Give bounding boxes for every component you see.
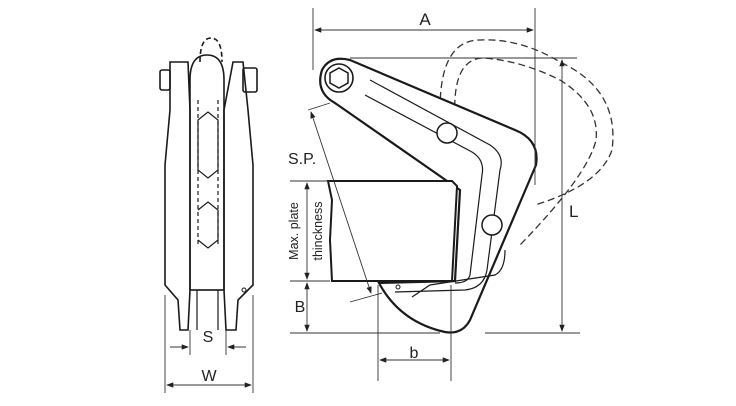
max-plate-label-line1: Max. plate: [287, 202, 301, 260]
side-view: [159, 37, 258, 331]
l-label: L: [569, 202, 578, 221]
dimension-lines: [290, 8, 580, 381]
upper-pin: [436, 122, 458, 144]
jaw-lines: [190, 289, 224, 330]
max-plate-label-line2: thinckness: [311, 201, 325, 260]
lower-pin: [481, 214, 503, 236]
b-upper-label: B: [295, 299, 306, 316]
s-label: S: [203, 329, 214, 346]
left-plate: [164, 61, 191, 331]
shackle-top-dashed: [199, 37, 223, 63]
clamp-outline: [319, 57, 538, 334]
hex-links: [197, 111, 219, 249]
w-label: W: [201, 368, 217, 385]
s-dimension: [164, 295, 254, 393]
hex-nut: [329, 67, 349, 89]
a-label: A: [419, 10, 431, 29]
center-body: [189, 54, 225, 291]
pin-right-nut: [242, 67, 258, 93]
pin-left-nut: [159, 69, 171, 91]
clamp-body: [319, 57, 538, 334]
right-plate: [223, 61, 254, 331]
sp-label: S.P.: [288, 151, 316, 168]
plate: [326, 180, 459, 282]
b-lower-label: b: [410, 345, 419, 362]
